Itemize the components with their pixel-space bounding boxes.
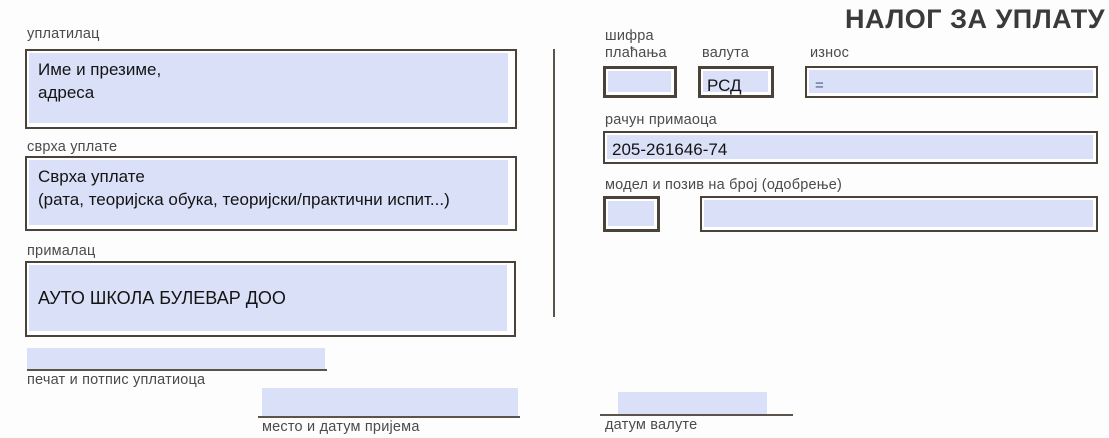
payer-value-line1: Име и презиме, — [38, 60, 162, 79]
value-date-field[interactable] — [618, 392, 767, 414]
value-date-label: датум валуте — [605, 417, 698, 433]
model-highlight[interactable] — [608, 201, 654, 226]
payer-label: уплатилац — [27, 26, 100, 42]
value-date-line — [600, 414, 793, 416]
amount-value: = — [815, 77, 824, 94]
recipient-field-highlight[interactable]: АУТО ШКОЛА БУЛЕВАР ДОО — [29, 265, 507, 331]
signature-field[interactable] — [27, 348, 325, 369]
payer-field-highlight[interactable]: Име и презиме, адреса — [29, 53, 508, 123]
currency-field[interactable]: РСД — [698, 66, 774, 98]
signature-label: печат и потпис уплатиоца — [27, 372, 206, 388]
currency-value: РСД — [707, 76, 742, 95]
payer-field[interactable]: Име и презиме, адреса — [25, 49, 517, 129]
place-date-line — [258, 416, 520, 418]
section-divider — [553, 49, 555, 317]
model-value — [608, 201, 654, 204]
payment-code-label-line1: шифра — [605, 28, 654, 44]
amount-field[interactable]: = — [805, 66, 1098, 98]
reference-field[interactable] — [700, 196, 1098, 232]
recipient-value: АУТО ШКОЛА БУЛЕВАР ДОО — [38, 288, 286, 308]
currency-highlight[interactable]: РСД — [703, 71, 768, 95]
recipient-account-value: 205-261646-74 — [612, 140, 728, 159]
model-reference-label: модел и позив на број (одобрење) — [605, 177, 842, 193]
payment-code-highlight[interactable] — [608, 71, 671, 92]
signature-line — [27, 369, 327, 371]
payment-code-field[interactable] — [603, 66, 677, 98]
purpose-label: сврха уплате — [27, 139, 118, 155]
payment-code-value — [608, 71, 671, 74]
place-date-field[interactable] — [262, 388, 518, 416]
recipient-label: прималац — [27, 243, 96, 259]
model-field[interactable] — [603, 196, 660, 232]
reference-value — [704, 200, 1093, 204]
recipient-field[interactable]: АУТО ШКОЛА БУЛЕВАР ДОО — [25, 261, 516, 337]
place-date-label: место и датум пријема — [262, 419, 420, 435]
page-title: НАЛОГ ЗА УПЛАТУ — [845, 4, 1106, 34]
reference-highlight[interactable] — [704, 200, 1093, 227]
recipient-account-label: рачун примаоца — [605, 112, 717, 128]
purpose-value-line2: (рата, теоријска обука, теоријски/практи… — [38, 190, 450, 209]
amount-label: износ — [810, 45, 850, 61]
recipient-account-field[interactable]: 205-261646-74 — [603, 131, 1098, 164]
payment-code-label-line2: плаћања — [605, 45, 667, 61]
recipient-account-highlight[interactable]: 205-261646-74 — [607, 135, 1093, 159]
purpose-field[interactable]: Сврха уплате (рата, теоријска обука, тео… — [25, 156, 517, 231]
payer-value-line2: адреса — [38, 83, 95, 102]
amount-highlight[interactable]: = — [809, 70, 1093, 94]
purpose-value-line1: Сврха уплате — [38, 167, 145, 186]
currency-label: валута — [702, 45, 750, 61]
purpose-field-highlight[interactable]: Сврха уплате (рата, теоријска обука, тео… — [29, 160, 508, 225]
